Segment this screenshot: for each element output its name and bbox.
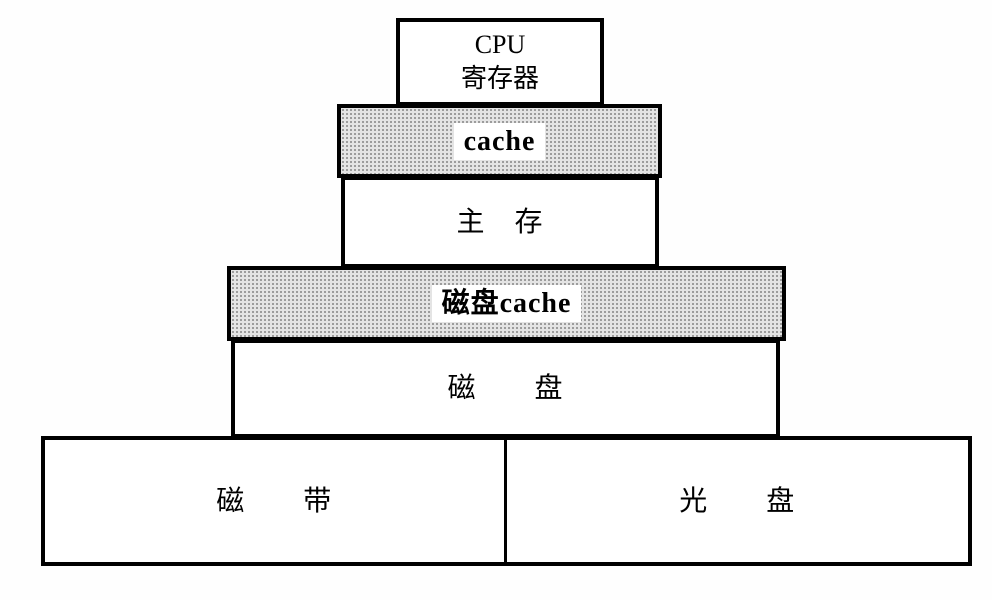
cache-box: cache bbox=[337, 104, 662, 178]
disk-label: 磁 盘 bbox=[447, 373, 564, 404]
optical-disk-cell: 光 盘 bbox=[507, 440, 969, 562]
main-memory-box: 主 存 bbox=[341, 176, 659, 268]
disk-cache-label: 磁盘cache bbox=[431, 285, 582, 322]
cpu-registers-box: CPU 寄存器 bbox=[396, 18, 604, 106]
disk-box: 磁 盘 bbox=[231, 339, 780, 438]
main-memory-label: 主 存 bbox=[456, 206, 544, 238]
disk-cache-box: 磁盘cache bbox=[227, 266, 786, 341]
cache-label: cache bbox=[453, 122, 546, 160]
tape-label: 磁 带 bbox=[216, 485, 333, 517]
tape-optical-box: 磁 带 光 盘 bbox=[41, 436, 972, 566]
optical-disk-label: 光 盘 bbox=[679, 485, 796, 517]
tape-cell: 磁 带 bbox=[45, 440, 507, 562]
cpu-registers-label: CPU 寄存器 bbox=[461, 28, 539, 96]
cpu-label-line1: CPU bbox=[474, 30, 526, 60]
cpu-label-line2: 寄存器 bbox=[460, 64, 539, 93]
